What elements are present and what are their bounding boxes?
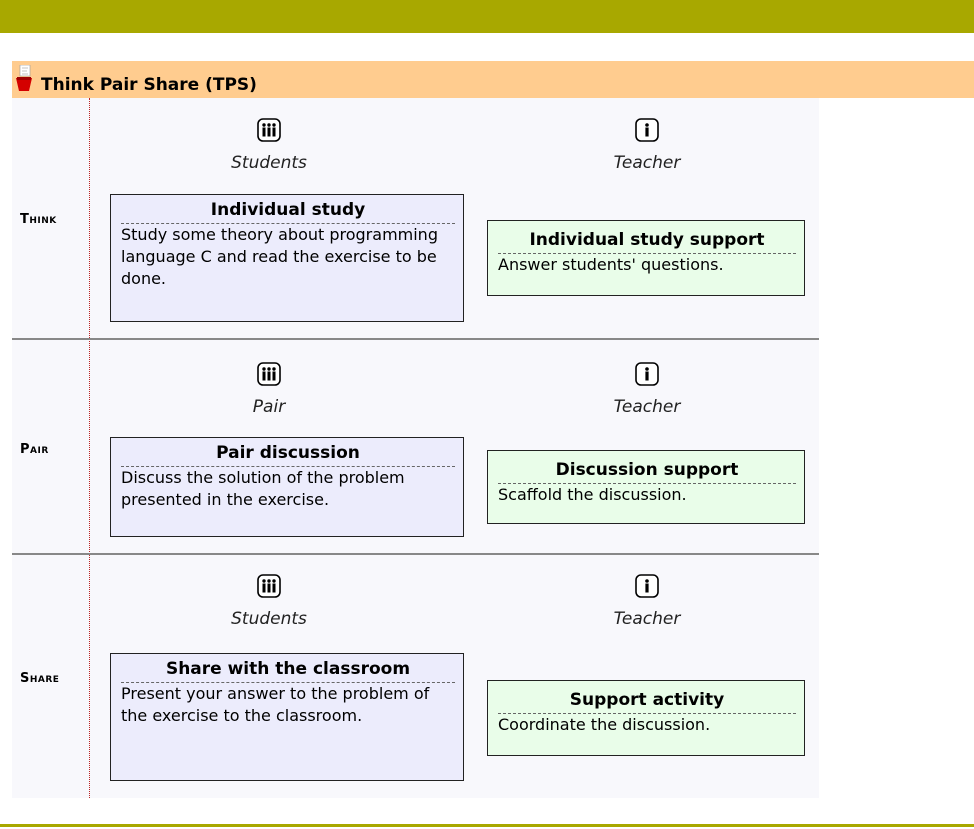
card-description: Scaffold the discussion. — [498, 485, 687, 504]
student-role: Students — [209, 118, 329, 173]
teacher-activity-card: Support activity Coordinate the discussi… — [487, 680, 805, 756]
activity-title-bar: Think Pair Share (TPS) — [12, 61, 974, 98]
student-role: Students — [209, 574, 329, 629]
card-description: Present your answer to the problem of th… — [121, 684, 430, 725]
card-title: Support activity — [498, 685, 796, 714]
teacher-role-label: Teacher — [613, 609, 681, 629]
teacher-role: Teacher — [587, 362, 707, 417]
teacher-role: Teacher — [587, 118, 707, 173]
top-banner — [0, 0, 974, 33]
card-title: Pair discussion — [121, 442, 455, 467]
student-role-label: Pair — [252, 397, 286, 417]
teacher-role-label: Teacher — [613, 153, 681, 173]
single-person-icon — [635, 118, 659, 142]
teacher-role-label: Teacher — [613, 397, 681, 417]
phase-divider-line — [89, 98, 90, 798]
single-person-icon — [635, 362, 659, 386]
teacher-role: Teacher — [587, 574, 707, 629]
student-role-label: Students — [231, 609, 307, 629]
teacher-activity-card: Discussion support Scaffold the discussi… — [487, 450, 805, 524]
activity-title: Think Pair Share (TPS) — [41, 75, 257, 95]
phase-label-share: Share — [20, 671, 60, 686]
card-description: Discuss the solution of the problem pres… — [121, 468, 405, 509]
phase-separator — [12, 338, 819, 340]
card-title: Individual study support — [498, 225, 796, 254]
student-role: Pair — [209, 362, 329, 417]
phase-label-pair: Pair — [20, 442, 49, 457]
card-title: Discussion support — [498, 455, 796, 484]
single-person-icon — [635, 574, 659, 598]
card-title: Individual study — [121, 199, 455, 224]
student-activity-card: Individual study Study some theory about… — [110, 194, 464, 322]
bottom-rule — [0, 824, 974, 827]
card-description: Answer students' questions. — [498, 255, 724, 274]
student-activity-card: Pair discussion Discuss the solution of … — [110, 437, 464, 537]
student-activity-card: Share with the classroom Present your an… — [110, 653, 464, 781]
group-people-icon — [257, 118, 281, 142]
student-role-label: Students — [231, 153, 307, 173]
card-description: Study some theory about programming lang… — [121, 225, 438, 288]
flower-pot-icon — [16, 65, 32, 91]
card-description: Coordinate the discussion. — [498, 715, 711, 734]
group-people-icon — [257, 362, 281, 386]
phase-separator — [12, 553, 819, 555]
card-title: Share with the classroom — [121, 658, 455, 683]
phase-label-think: Think — [20, 212, 57, 227]
teacher-activity-card: Individual study support Answer students… — [487, 220, 805, 296]
group-people-icon — [257, 574, 281, 598]
